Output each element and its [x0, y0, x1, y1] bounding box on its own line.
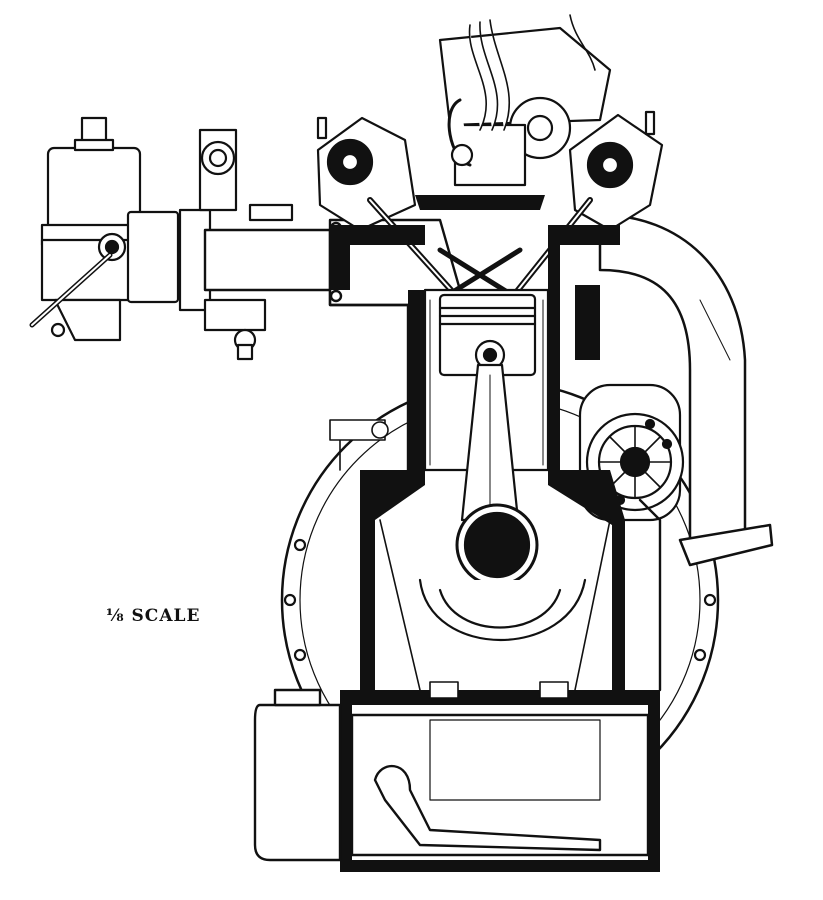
scale-label: ⅛ SCALE — [106, 606, 201, 626]
crankcase — [329, 419, 611, 699]
rocker-cover-right — [568, 110, 664, 232]
piston — [438, 293, 537, 377]
oil-pickup — [373, 764, 602, 852]
crankshaft-journal — [418, 503, 587, 642]
exhaust-pipe — [598, 213, 774, 567]
carburettor — [29, 128, 294, 361]
cylinder-block-cutaway — [330, 195, 660, 872]
rocker-cover-left — [316, 116, 417, 232]
block-outline — [328, 288, 662, 692]
distributor — [438, 14, 612, 187]
